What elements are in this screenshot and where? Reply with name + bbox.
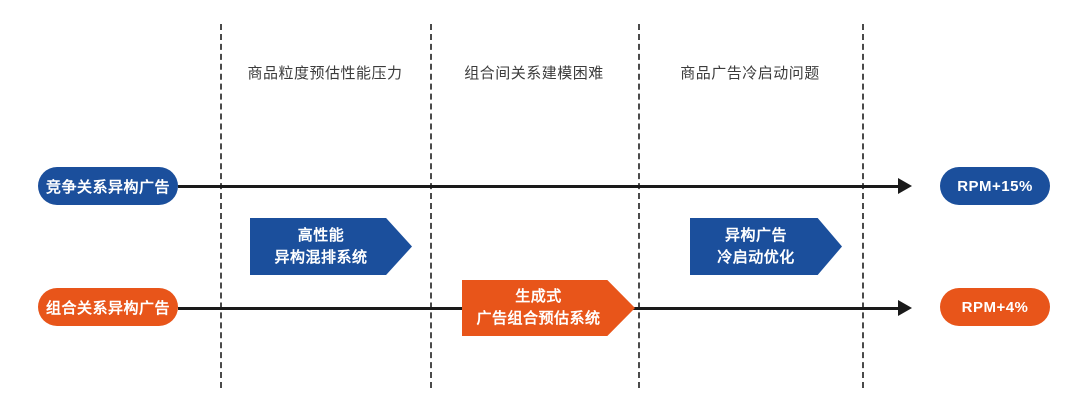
stage-divider-1 xyxy=(220,24,222,388)
solution-chevron-high-performance-line2: 异构混排系统 xyxy=(274,248,368,266)
flow-line-top xyxy=(178,185,900,188)
stage-divider-2 xyxy=(430,24,432,388)
stage-divider-4 xyxy=(862,24,864,388)
result-pill-rpm-15[interactable]: RPM+15% xyxy=(940,167,1050,205)
flow-arrowhead-bottom xyxy=(898,300,912,316)
solution-chevron-cold-start-line2: 冷启动优化 xyxy=(717,248,795,266)
stage-label-3: 商品广告冷启动问题 xyxy=(680,65,820,82)
flow-line-bottom-right xyxy=(630,307,900,310)
input-pill-combination-label: 组合关系异构广告 xyxy=(45,299,170,317)
result-pill-rpm-4[interactable]: RPM+4% xyxy=(940,288,1050,326)
solution-chevron-generative[interactable]: 生成式 广告组合预估系统 xyxy=(462,280,635,336)
result-pill-rpm-15-label: RPM+15% xyxy=(957,177,1033,195)
solution-chevron-cold-start[interactable]: 异构广告 冷启动优化 xyxy=(690,218,842,275)
result-pill-rpm-4-label: RPM+4% xyxy=(961,298,1029,316)
stage-label-1: 商品粒度预估性能压力 xyxy=(247,65,403,82)
input-pill-combination[interactable]: 组合关系异构广告 xyxy=(38,288,178,326)
input-pill-competition-label: 竞争关系异构广告 xyxy=(45,178,170,196)
solution-chevron-cold-start-line1: 异构广告 xyxy=(724,226,787,244)
stage-label-2: 组合间关系建模困难 xyxy=(464,65,604,82)
stage-divider-3 xyxy=(638,24,640,388)
solution-chevron-generative-line1: 生成式 xyxy=(515,288,562,306)
solution-chevron-high-performance[interactable]: 高性能 异构混排系统 xyxy=(250,218,412,275)
solution-chevron-generative-line2: 广告组合预估系统 xyxy=(476,310,601,327)
input-pill-competition[interactable]: 竞争关系异构广告 xyxy=(38,167,178,205)
flow-line-bottom-left xyxy=(178,307,468,310)
solution-chevron-high-performance-line1: 高性能 xyxy=(297,226,345,244)
flow-arrowhead-top xyxy=(898,178,912,194)
